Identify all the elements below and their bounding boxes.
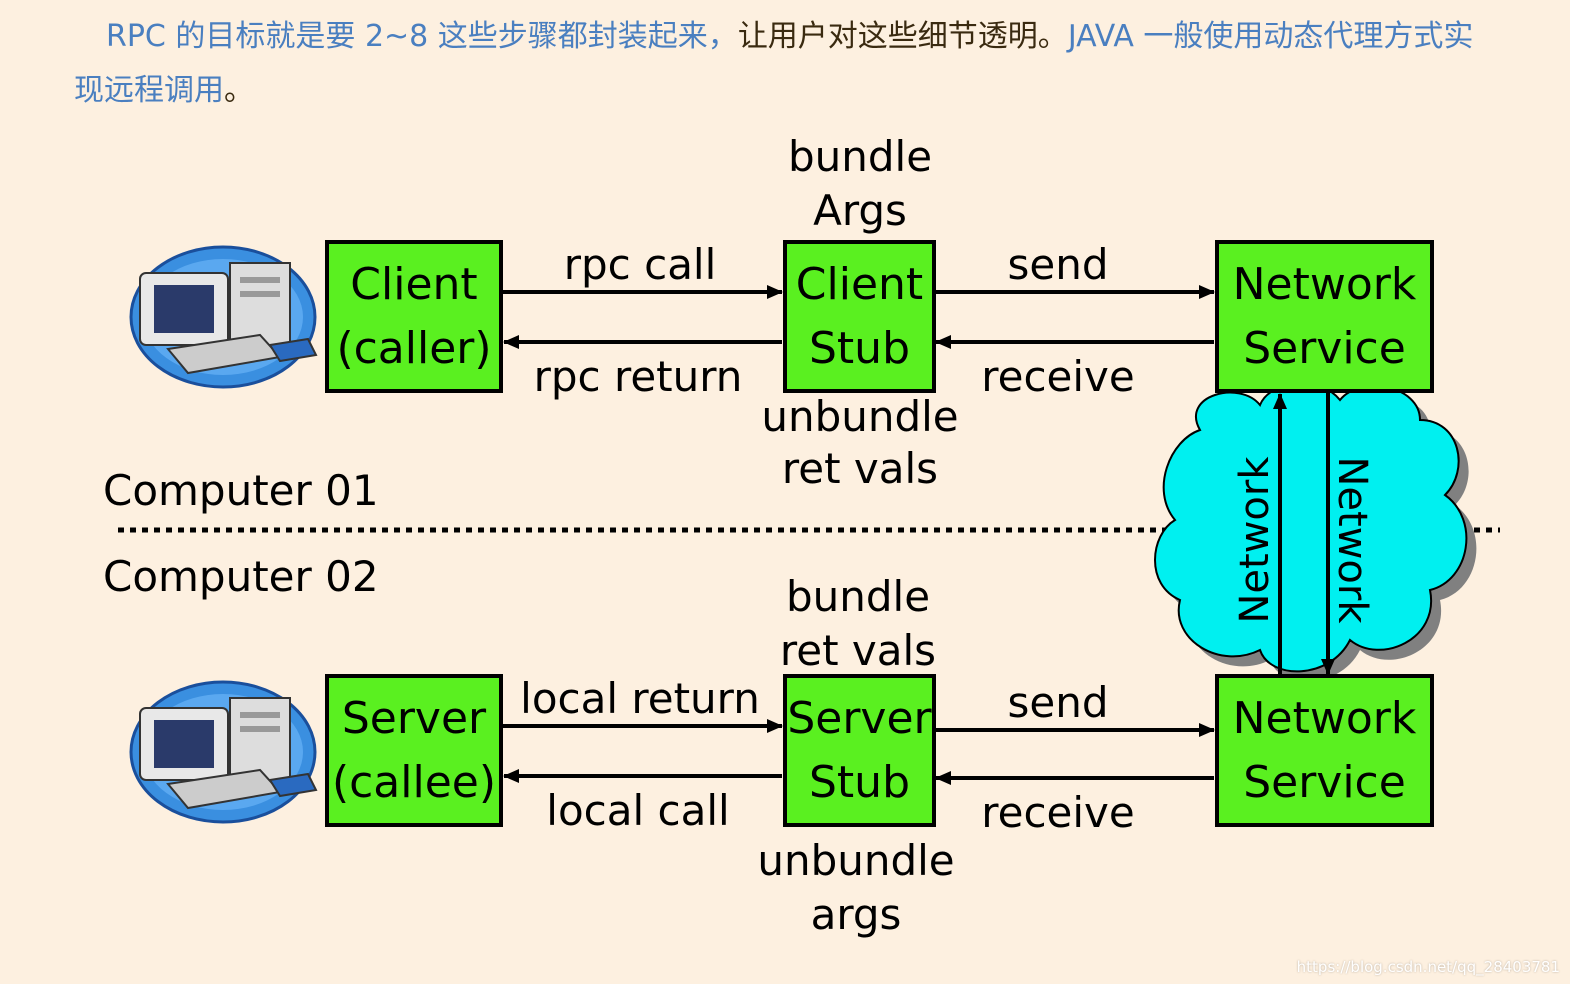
rpc-call-label: rpc call [563, 240, 717, 289]
server-stub-line1: Server [787, 692, 932, 744]
server-line2: (callee) [331, 756, 497, 808]
computer-icon [129, 680, 318, 824]
network-service-bottom-box: Network Service [1215, 674, 1434, 827]
client-stub-bottom-label-2: ret vals [781, 444, 939, 493]
client-stub-line2: Stub [809, 322, 910, 374]
receive-top-label: receive [981, 352, 1135, 401]
intro-part4: 。 [224, 73, 254, 108]
server-line1: Server [341, 692, 487, 744]
network-service-top-line2: Service [1243, 322, 1406, 374]
network-service-top-box: Network Service [1215, 240, 1434, 393]
intro-part1: RPC 的目标就是要 2~8 这些步骤都封装起来， [106, 19, 738, 54]
client-stub-bottom-label-1: unbundle [761, 392, 959, 441]
watermark: https://blog.csdn.net/qq_28403781 [1296, 958, 1560, 976]
computer-01-label: Computer 01 [103, 466, 379, 515]
computer-02-label: Computer 02 [103, 552, 379, 601]
send-bottom-label: send [1007, 678, 1109, 727]
receive-bottom-label: receive [981, 788, 1135, 837]
server-stub-bottom-label-2: args [810, 890, 902, 939]
server-stub-line2: Stub [809, 756, 910, 808]
server-stub-top-label-2: ret vals [779, 626, 937, 675]
network-down-label: Network [1329, 456, 1375, 624]
server-stub-bottom-label-1: unbundle [757, 836, 955, 885]
local-call-label: local call [546, 786, 730, 835]
client-stub-top-label-2: Args [813, 186, 907, 235]
network-cloud [1154, 382, 1477, 682]
local-return-label: local return [520, 674, 760, 723]
client-stub-box: Client Stub [783, 240, 936, 393]
client-box: Client (caller) [325, 240, 503, 393]
client-line2: (caller) [336, 322, 492, 374]
client-stub-top-label-1: bundle [787, 132, 933, 181]
computer-icon [129, 245, 318, 389]
server-stub-box: Server Stub [783, 674, 936, 827]
client-line1: Client [350, 258, 478, 310]
client-stub-line1: Client [795, 258, 924, 310]
intro-part3: JAVA 一般使用动态代理方式实现远程调用 [74, 19, 1474, 108]
network-service-bottom-line1: Network [1232, 692, 1417, 744]
intro-paragraph: RPC 的目标就是要 2~8 这些步骤都封装起来，让用户对这些细节透明。JAVA… [74, 10, 1474, 118]
intro-part2: 让用户对这些细节透明。 [737, 19, 1068, 54]
network-up-label: Network [1232, 456, 1278, 624]
server-box: Server (callee) [325, 674, 503, 827]
network-service-bottom-line2: Service [1243, 756, 1406, 808]
network-service-top-line1: Network [1232, 258, 1417, 310]
send-top-label: send [1007, 240, 1109, 289]
rpc-return-label: rpc return [533, 352, 743, 401]
server-stub-top-label-1: bundle [785, 572, 931, 621]
